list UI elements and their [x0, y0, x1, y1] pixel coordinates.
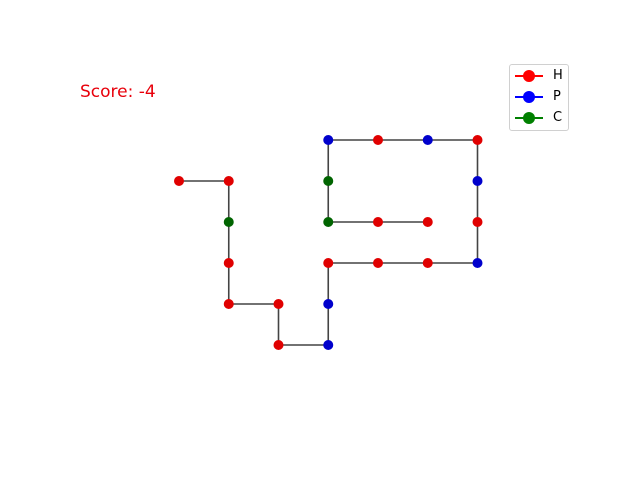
residue-h [373, 258, 383, 268]
residue-h [223, 258, 234, 268]
residue-p [422, 135, 433, 145]
legend-label-h: H [553, 68, 563, 83]
legend-marker-p-icon [515, 91, 543, 103]
residue-h [472, 135, 483, 145]
residue-c [323, 217, 334, 227]
residue-p [323, 299, 334, 309]
legend-marker-h-icon [515, 70, 543, 82]
legend-label-c: C [553, 110, 563, 125]
residue-h [174, 176, 184, 186]
residue-h [422, 258, 433, 268]
residue-c [223, 217, 234, 227]
residue-p [472, 176, 483, 186]
legend-label-p: P [553, 89, 561, 104]
chain-bonds [179, 139, 479, 346]
residue-h [373, 217, 383, 227]
residue-h [472, 217, 483, 227]
residue-h [273, 340, 284, 350]
residue-h [373, 135, 383, 145]
chain-residues [174, 135, 483, 350]
residue-h [422, 217, 433, 227]
legend: H P C [509, 64, 569, 131]
residue-p [472, 258, 483, 268]
residue-h [323, 258, 334, 268]
residue-h [273, 299, 284, 309]
legend-marker-c-icon [515, 112, 543, 124]
legend-item-h: H [510, 66, 568, 86]
score-label: Score: -4 [80, 82, 156, 102]
legend-item-p: P [510, 87, 568, 107]
residue-p [323, 135, 334, 145]
residue-h [223, 299, 234, 309]
legend-item-c: C [510, 108, 568, 128]
residue-h [223, 176, 234, 186]
residue-p [323, 340, 334, 350]
residue-c [323, 176, 334, 186]
